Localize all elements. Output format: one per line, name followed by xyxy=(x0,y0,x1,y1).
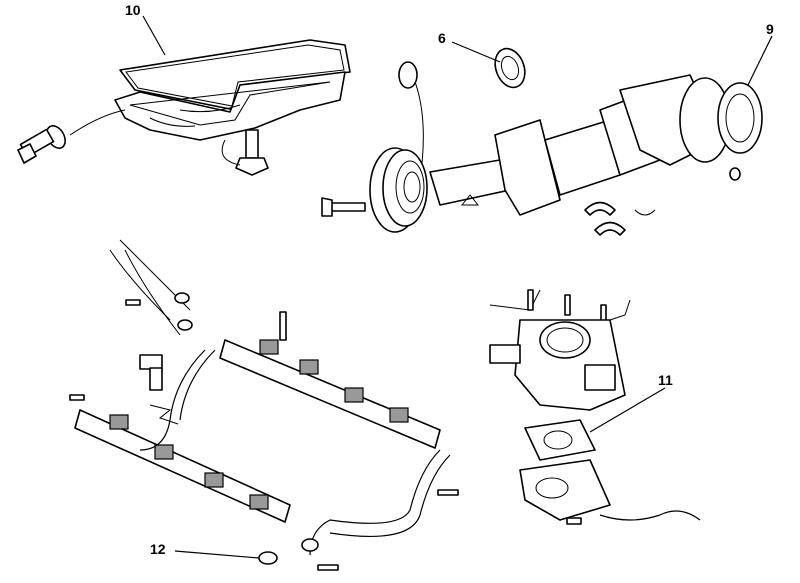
throttle-adapter xyxy=(519,459,611,521)
fuel-rail-right xyxy=(219,339,441,449)
callouts: 10 6 9 11 12 xyxy=(125,2,774,559)
callout-10: 10 xyxy=(125,2,141,18)
pan-bolt xyxy=(221,129,269,176)
callout-11: 11 xyxy=(658,372,673,388)
callout-6: 6 xyxy=(438,30,446,46)
o-ring xyxy=(398,61,418,89)
drain-plug xyxy=(17,109,126,164)
o-ring-12 xyxy=(258,551,278,565)
callout-9: 9 xyxy=(766,21,774,37)
throttle-body-assembly xyxy=(489,289,701,525)
throttle-gasket xyxy=(524,419,596,461)
rear-seal xyxy=(717,82,763,154)
oil-pan-assembly xyxy=(114,39,351,141)
crankshaft-assembly xyxy=(321,47,763,236)
fuel-system xyxy=(69,239,459,571)
sensor xyxy=(139,354,163,370)
front-seal xyxy=(494,47,526,89)
callout-12: 12 xyxy=(150,541,166,557)
